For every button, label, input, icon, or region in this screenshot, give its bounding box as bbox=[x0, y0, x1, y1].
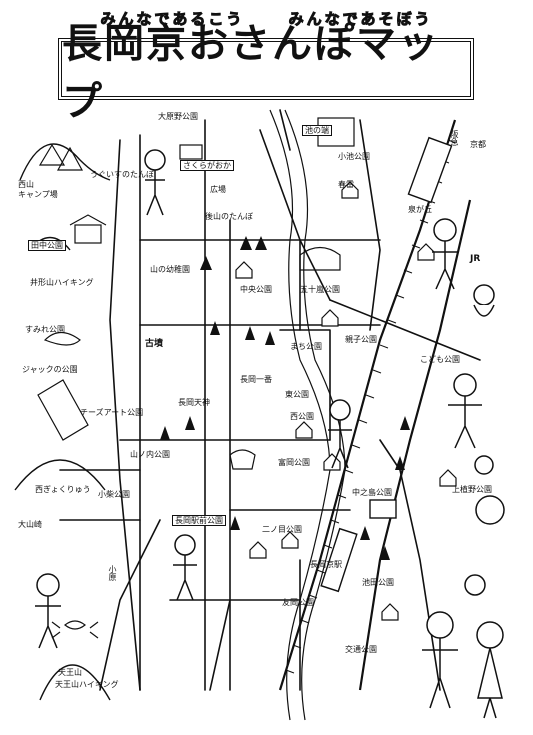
label-uguisu: うぐいすのたんぼ bbox=[90, 170, 154, 179]
road-west-outer bbox=[109, 139, 141, 691]
header-subtitle-right: みんなであそぼう bbox=[288, 10, 433, 29]
road-block-east bbox=[279, 329, 331, 441]
shrine-drawing bbox=[74, 224, 102, 244]
label-hankyu: 阪急 bbox=[450, 130, 459, 146]
label-nagaoka-ichiban: 長岡一番 bbox=[240, 375, 272, 384]
label-nakanoshima-park: 中之島公園 bbox=[352, 488, 392, 497]
label-izumigaoka: 泉が丘 bbox=[408, 205, 432, 214]
mountain-tenno bbox=[39, 664, 111, 701]
label-camp: キャンプ場 bbox=[18, 190, 58, 199]
label-tomoda-park: 友岡公園 bbox=[282, 598, 314, 607]
tent-drawing bbox=[38, 143, 84, 171]
label-nishi-gyokuryu: 西ぎょくりゅう bbox=[35, 485, 91, 494]
label-higashi-park: 東公園 bbox=[285, 390, 309, 399]
label-nishiyama: 西山 bbox=[18, 180, 34, 189]
river-bank-1 bbox=[269, 109, 331, 721]
label-jr: JR bbox=[470, 254, 481, 264]
label-tanaka-park: 田中公園 bbox=[28, 240, 66, 251]
label-yamanouchi-park: 山ノ内公園 bbox=[130, 450, 170, 459]
label-ikenohata: 池の端 bbox=[302, 125, 332, 136]
cow-drawing bbox=[299, 246, 341, 271]
mountain-nw bbox=[19, 143, 111, 181]
tree-clusters bbox=[160, 236, 410, 560]
label-nagaoka-tenjin: 長岡天神 bbox=[178, 398, 210, 407]
label-koike-park: 小池公園 bbox=[338, 152, 370, 161]
title-box: 長岡京おさんぽマップ bbox=[58, 21, 474, 125]
road-east-north bbox=[359, 119, 381, 331]
label-ohara-park: 大原野公園 bbox=[158, 112, 198, 121]
label-yama-school: 山の幼稚園 bbox=[150, 265, 190, 274]
train-drawing bbox=[320, 136, 453, 593]
road-east-diagonal bbox=[329, 299, 481, 361]
label-igata-hiking: 井形山ハイキング bbox=[30, 278, 94, 287]
character-figures bbox=[35, 149, 505, 719]
label-park-kodomo: こども公園 bbox=[420, 355, 460, 364]
label-machi-park: まち公園 bbox=[290, 342, 322, 351]
crab-drawing bbox=[51, 620, 99, 639]
label-nishi-park: 西公園 bbox=[290, 412, 314, 421]
railway-hankyu bbox=[278, 119, 457, 691]
label-chuo-park: 中央公園 bbox=[240, 285, 272, 294]
dog-drawing bbox=[229, 449, 256, 470]
label-kotsu-kouen: 交通公園 bbox=[345, 645, 377, 654]
label-tenno: 天王山 bbox=[58, 668, 82, 677]
header-subtitle-left: みんなであるこう bbox=[100, 10, 245, 29]
road-east-south bbox=[379, 439, 441, 691]
label-tenno-hiking: 天王山ハイキング bbox=[55, 680, 119, 689]
label-hiroba: 広場 bbox=[210, 185, 226, 194]
label-jack-park: ジャックの公園 bbox=[22, 365, 78, 374]
label-tomioka-park: 富岡公園 bbox=[278, 458, 310, 467]
mountain-w bbox=[14, 459, 106, 491]
road-diagonal-north bbox=[259, 129, 331, 301]
road-southwest bbox=[99, 519, 161, 691]
label-kofun: 古墳 bbox=[145, 339, 164, 349]
label-ikarashi-park: 五十嵐公園 bbox=[300, 285, 340, 294]
fish-drawing bbox=[43, 331, 81, 346]
label-shunrai: 春雷 bbox=[338, 180, 354, 189]
railway-jr bbox=[358, 199, 472, 691]
label-koshiba-park: 小柴公園 bbox=[98, 490, 130, 499]
road-north-stub bbox=[279, 109, 291, 151]
label-tree-art-park: チーズアート公園 bbox=[80, 408, 144, 417]
label-ikeda-park: 池田公園 bbox=[362, 578, 394, 587]
railway-ties bbox=[285, 139, 457, 674]
map-title: 長岡京おさんぽマップ bbox=[62, 21, 440, 125]
label-ninome-park: 二ノ目公園 bbox=[262, 525, 302, 534]
label-ushiroyama-tanbo: 後山のたんぼ bbox=[205, 212, 253, 221]
label-sumire-park: すみれ公園 bbox=[25, 325, 65, 334]
label-sakuragaoka: さくらがおか bbox=[180, 160, 234, 171]
label-oyamazaki: 大山崎 bbox=[18, 520, 42, 529]
label-kyoto: 京都 bbox=[470, 140, 486, 149]
label-orihara: 小原 bbox=[108, 565, 117, 581]
label-kamiueno-park: 上植野公園 bbox=[452, 485, 492, 494]
label-oyako-park: 親子公園 bbox=[345, 335, 377, 344]
road-south-1 bbox=[209, 599, 231, 691]
header-subtitle-row: みんなであるこう みんなであそぼう bbox=[0, 8, 533, 29]
building-nw bbox=[179, 144, 203, 160]
misc-drawings bbox=[37, 117, 355, 639]
label-nagaoka-station-park: 長岡駅前公園 bbox=[172, 515, 226, 526]
label-nagaokakyo-station: 長岡京駅 bbox=[310, 560, 342, 569]
slide-drawing bbox=[37, 379, 89, 441]
